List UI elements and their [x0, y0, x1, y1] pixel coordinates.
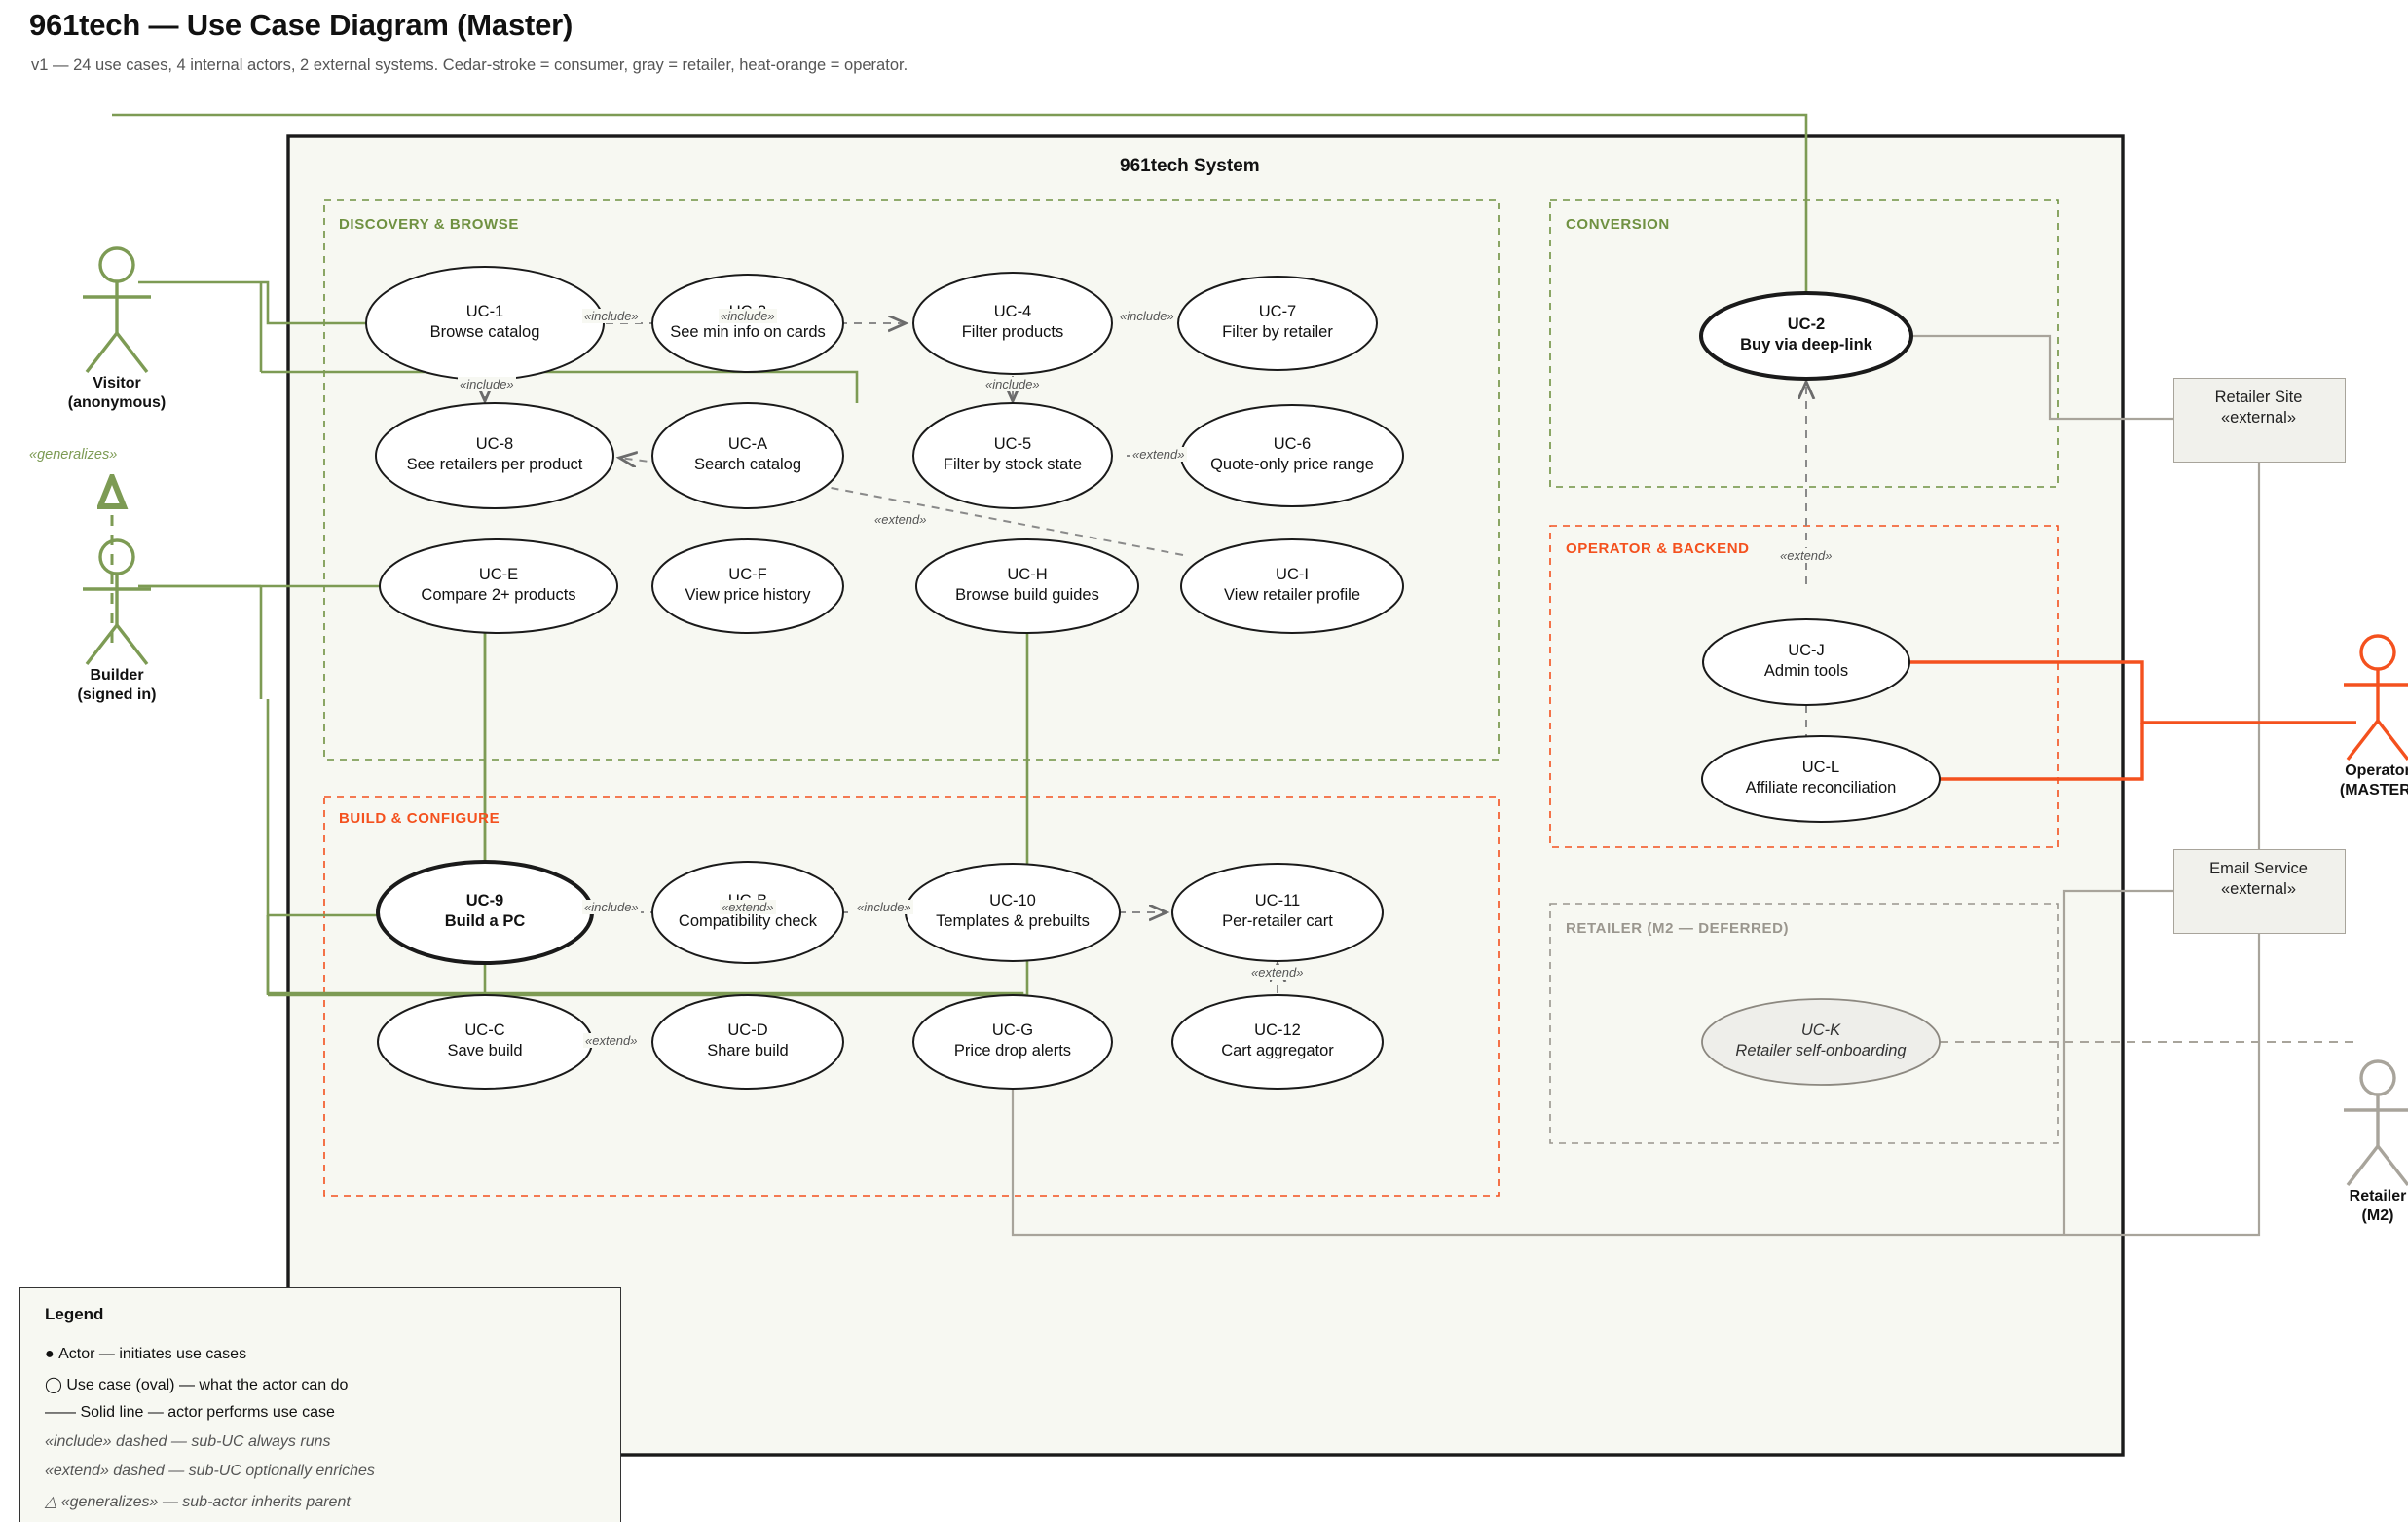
use-case-oval-uc-l[interactable]: [1701, 735, 1941, 823]
use-case-oval-uc-e[interactable]: [379, 538, 618, 634]
external-system-stereotype: «external»: [2220, 409, 2297, 427]
actor-figure-builder[interactable]: [63, 536, 170, 682]
use-case-oval-uc-i[interactable]: [1180, 538, 1404, 634]
actor-label-visitor: Visitor (anonymous): [10, 374, 224, 413]
use-case-oval-uc-5[interactable]: [912, 402, 1113, 509]
actor-label-retailer: Retailer (M2): [2271, 1187, 2408, 1226]
system-title: 961tech System: [1120, 156, 1260, 176]
use-case-oval-uc-g[interactable]: [912, 994, 1113, 1090]
legend-line-icon: ——: [45, 1404, 81, 1421]
page-title: 961tech — Use Case Diagram (Master): [29, 8, 574, 42]
use-case-oval-uc-j[interactable]: [1702, 618, 1910, 706]
external-system-label-retailer-site: Retailer Site «external»: [2173, 388, 2344, 429]
actor-name: Operator: [2345, 762, 2408, 779]
legend-row-text: Use case (oval) — what the actor can do: [66, 1377, 349, 1393]
group-label-conversion: CONVERSION: [1566, 216, 1670, 233]
relation-label: «include»: [458, 377, 516, 391]
legend-row-2: —— Solid line — actor performs use case: [45, 1404, 335, 1422]
use-case-oval-uc-9[interactable]: [376, 860, 594, 965]
legend-oval-icon: ◯: [45, 1377, 67, 1393]
legend-row-1: ◯ Use case (oval) — what the actor can d…: [45, 1375, 348, 1394]
group-label-build: BUILD & CONFIGURE: [339, 810, 500, 827]
relation-label: «include»: [983, 377, 1042, 391]
actor-name: Builder: [90, 667, 144, 684]
external-system-label-email-service: Email Service «external»: [2173, 859, 2344, 901]
external-system-email-service[interactable]: [2173, 849, 2346, 934]
relation-label: «include»: [719, 309, 777, 323]
external-system-retailer-site[interactable]: [2173, 378, 2346, 463]
relation-label: «extend»: [872, 512, 929, 527]
group-label-discovery: DISCOVERY & BROWSE: [339, 216, 519, 233]
actor-qualifier: (MASTER): [2339, 782, 2408, 798]
external-system-stereotype: «external»: [2220, 880, 2297, 899]
actor-figure-operator[interactable]: [2324, 631, 2408, 777]
use-case-oval-uc-a[interactable]: [651, 402, 844, 509]
use-case-oval-uc-h[interactable]: [915, 538, 1139, 634]
legend: [19, 1287, 621, 1522]
group-label-operator: OPERATOR & BACKEND: [1566, 540, 1750, 557]
legend-row-text: Actor — initiates use cases: [58, 1346, 247, 1362]
use-case-oval-uc-12[interactable]: [1171, 994, 1384, 1090]
use-case-oval-uc-c[interactable]: [377, 994, 593, 1090]
legend-dot-icon: ●: [45, 1346, 59, 1362]
use-case-oval-uc-2[interactable]: [1699, 291, 1913, 381]
actor-figure-visitor[interactable]: [63, 243, 170, 390]
legend-row-3: «include» dashed — sub-UC always runs: [45, 1433, 330, 1451]
actor-name: Visitor: [93, 375, 141, 391]
legend-row-5: △ «generalizes» — sub-actor inherits par…: [45, 1492, 351, 1511]
actor-figure-retailer[interactable]: [2324, 1057, 2408, 1203]
relation-label: «extend»: [583, 1033, 640, 1048]
use-case-oval-uc-7[interactable]: [1177, 276, 1378, 371]
relation-label: «include»: [855, 900, 913, 914]
page-subtitle: v1 — 24 use cases, 4 internal actors, 2 …: [31, 56, 908, 74]
actor-qualifier: (signed in): [77, 687, 157, 703]
use-case-oval-uc-f[interactable]: [651, 538, 844, 634]
legend-row-text: «generalizes» — sub-actor inherits paren…: [60, 1494, 351, 1510]
actor-label-builder: Builder (signed in): [10, 666, 224, 705]
use-case-oval-uc-1[interactable]: [365, 266, 605, 381]
legend-row-4: «extend» dashed — sub-UC optionally enri…: [45, 1463, 375, 1480]
relation-label: «generalizes»: [29, 447, 118, 463]
relation-label: «include»: [582, 309, 641, 323]
group-label-retailer-m2: RETAILER (M2 — DEFERRED): [1566, 920, 1790, 937]
legend-triangle-icon: △: [45, 1494, 61, 1510]
relation-label: «extend»: [1130, 447, 1187, 462]
legend-row-0: ● Actor — initiates use cases: [45, 1346, 246, 1363]
use-case-oval-uc-4[interactable]: [912, 272, 1113, 375]
actor-qualifier: (anonymous): [67, 394, 167, 411]
use-case-oval-uc-6[interactable]: [1180, 404, 1404, 507]
external-system-name: Retailer Site: [2214, 389, 2303, 406]
use-case-oval-uc-11[interactable]: [1171, 863, 1384, 962]
relation-label: «include»: [582, 900, 641, 914]
relation-label: «include»: [1118, 309, 1176, 323]
relation-label: «extend»: [1778, 548, 1834, 563]
legend-row-text: «include» dashed — sub-UC always runs: [45, 1433, 331, 1450]
use-case-oval-uc-k[interactable]: [1701, 998, 1941, 1086]
use-case-oval-uc-8[interactable]: [375, 402, 614, 509]
relation-label: «extend»: [1249, 965, 1306, 980]
legend-row-text: Solid line — actor performs use case: [80, 1404, 335, 1421]
use-case-oval-uc-3[interactable]: [651, 274, 844, 373]
legend-row-text: «extend» dashed — sub-UC optionally enri…: [45, 1463, 375, 1479]
relation-label: «extend»: [720, 900, 776, 914]
external-system-name: Email Service: [2209, 860, 2308, 877]
actor-label-operator: Operator (MASTER): [2271, 761, 2408, 800]
actor-qualifier: (M2): [2361, 1207, 2394, 1224]
use-case-oval-uc-10[interactable]: [905, 863, 1121, 962]
actor-name: Retailer: [2349, 1188, 2407, 1205]
use-case-oval-uc-d[interactable]: [651, 994, 844, 1090]
legend-title: Legend: [45, 1305, 104, 1323]
